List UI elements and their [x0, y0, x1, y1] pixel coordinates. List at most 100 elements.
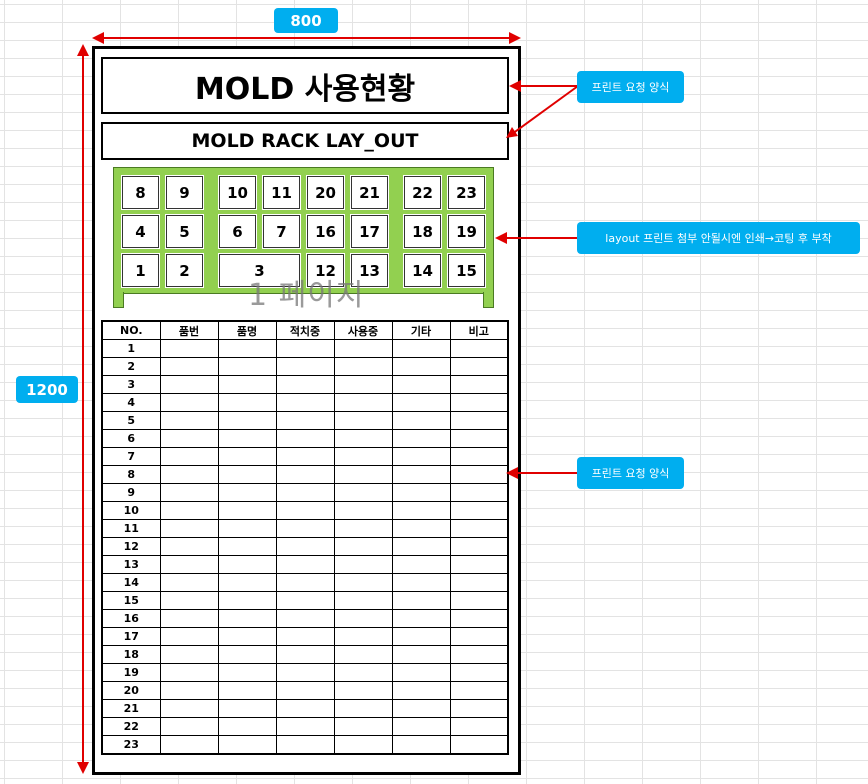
table-cell[interactable] [333, 411, 393, 430]
table-cell[interactable] [217, 591, 277, 610]
table-cell[interactable] [391, 375, 451, 394]
table-cell[interactable] [217, 735, 277, 755]
table-cell[interactable] [333, 555, 393, 574]
table-cell[interactable] [391, 411, 451, 430]
table-cell[interactable] [333, 483, 393, 502]
table-cell[interactable] [275, 519, 335, 538]
table-cell[interactable] [391, 429, 451, 448]
table-cell[interactable] [333, 681, 393, 700]
table-cell[interactable] [449, 375, 509, 394]
table-cell[interactable] [449, 681, 509, 700]
table-cell[interactable] [159, 663, 219, 682]
table-cell[interactable] [333, 645, 393, 664]
table-cell[interactable] [449, 663, 509, 682]
table-cell[interactable] [275, 717, 335, 736]
table-cell[interactable] [449, 591, 509, 610]
table-cell[interactable] [217, 465, 277, 484]
table-cell[interactable] [449, 501, 509, 520]
table-cell[interactable] [217, 393, 277, 412]
table-cell[interactable] [333, 717, 393, 736]
table-cell[interactable] [217, 699, 277, 718]
table-cell[interactable] [333, 393, 393, 412]
table-cell[interactable] [391, 681, 451, 700]
table-cell[interactable] [159, 627, 219, 646]
table-cell[interactable] [333, 627, 393, 646]
table-cell[interactable] [391, 555, 451, 574]
table-cell[interactable] [217, 447, 277, 466]
table-cell[interactable] [275, 555, 335, 574]
table-cell[interactable] [391, 537, 451, 556]
table-cell[interactable] [391, 339, 451, 358]
table-cell[interactable] [391, 573, 451, 592]
table-cell[interactable] [275, 627, 335, 646]
table-cell[interactable] [159, 447, 219, 466]
table-cell[interactable] [333, 339, 393, 358]
table-cell[interactable] [333, 357, 393, 376]
table-cell[interactable] [449, 627, 509, 646]
table-cell[interactable] [391, 699, 451, 718]
table-cell[interactable] [159, 375, 219, 394]
table-cell[interactable] [449, 537, 509, 556]
table-cell[interactable] [391, 519, 451, 538]
table-cell[interactable] [333, 537, 393, 556]
table-cell[interactable] [159, 411, 219, 430]
table-cell[interactable] [159, 519, 219, 538]
table-cell[interactable] [391, 717, 451, 736]
table-cell[interactable] [391, 447, 451, 466]
table-cell[interactable] [391, 645, 451, 664]
table-cell[interactable] [391, 735, 451, 755]
table-cell[interactable] [333, 609, 393, 628]
table-cell[interactable] [449, 699, 509, 718]
table-cell[interactable] [449, 573, 509, 592]
table-cell[interactable] [391, 591, 451, 610]
table-cell[interactable] [275, 681, 335, 700]
table-cell[interactable] [333, 447, 393, 466]
table-cell[interactable] [449, 447, 509, 466]
table-cell[interactable] [449, 555, 509, 574]
table-cell[interactable] [217, 627, 277, 646]
table-cell[interactable] [333, 429, 393, 448]
table-cell[interactable] [333, 501, 393, 520]
table-cell[interactable] [159, 645, 219, 664]
table-cell[interactable] [275, 339, 335, 358]
table-cell[interactable] [449, 717, 509, 736]
table-cell[interactable] [275, 735, 335, 755]
table-cell[interactable] [275, 465, 335, 484]
table-cell[interactable] [159, 501, 219, 520]
table-cell[interactable] [275, 501, 335, 520]
table-cell[interactable] [275, 609, 335, 628]
table-cell[interactable] [217, 555, 277, 574]
table-cell[interactable] [159, 483, 219, 502]
table-cell[interactable] [449, 357, 509, 376]
table-cell[interactable] [217, 609, 277, 628]
table-cell[interactable] [449, 645, 509, 664]
table-cell[interactable] [333, 735, 393, 755]
table-cell[interactable] [217, 573, 277, 592]
table-cell[interactable] [217, 717, 277, 736]
table-cell[interactable] [449, 339, 509, 358]
table-cell[interactable] [333, 699, 393, 718]
table-cell[interactable] [217, 519, 277, 538]
table-cell[interactable] [391, 663, 451, 682]
table-cell[interactable] [275, 357, 335, 376]
table-cell[interactable] [275, 699, 335, 718]
table-cell[interactable] [391, 501, 451, 520]
table-cell[interactable] [333, 573, 393, 592]
table-cell[interactable] [159, 717, 219, 736]
table-cell[interactable] [275, 375, 335, 394]
table-cell[interactable] [159, 735, 219, 755]
table-cell[interactable] [159, 555, 219, 574]
table-cell[interactable] [159, 537, 219, 556]
table-cell[interactable] [217, 663, 277, 682]
table-cell[interactable] [333, 591, 393, 610]
table-cell[interactable] [275, 429, 335, 448]
table-cell[interactable] [391, 609, 451, 628]
table-cell[interactable] [217, 357, 277, 376]
table-cell[interactable] [449, 411, 509, 430]
table-cell[interactable] [275, 645, 335, 664]
table-cell[interactable] [217, 645, 277, 664]
table-cell[interactable] [391, 393, 451, 412]
table-cell[interactable] [449, 519, 509, 538]
table-cell[interactable] [333, 663, 393, 682]
table-cell[interactable] [275, 393, 335, 412]
